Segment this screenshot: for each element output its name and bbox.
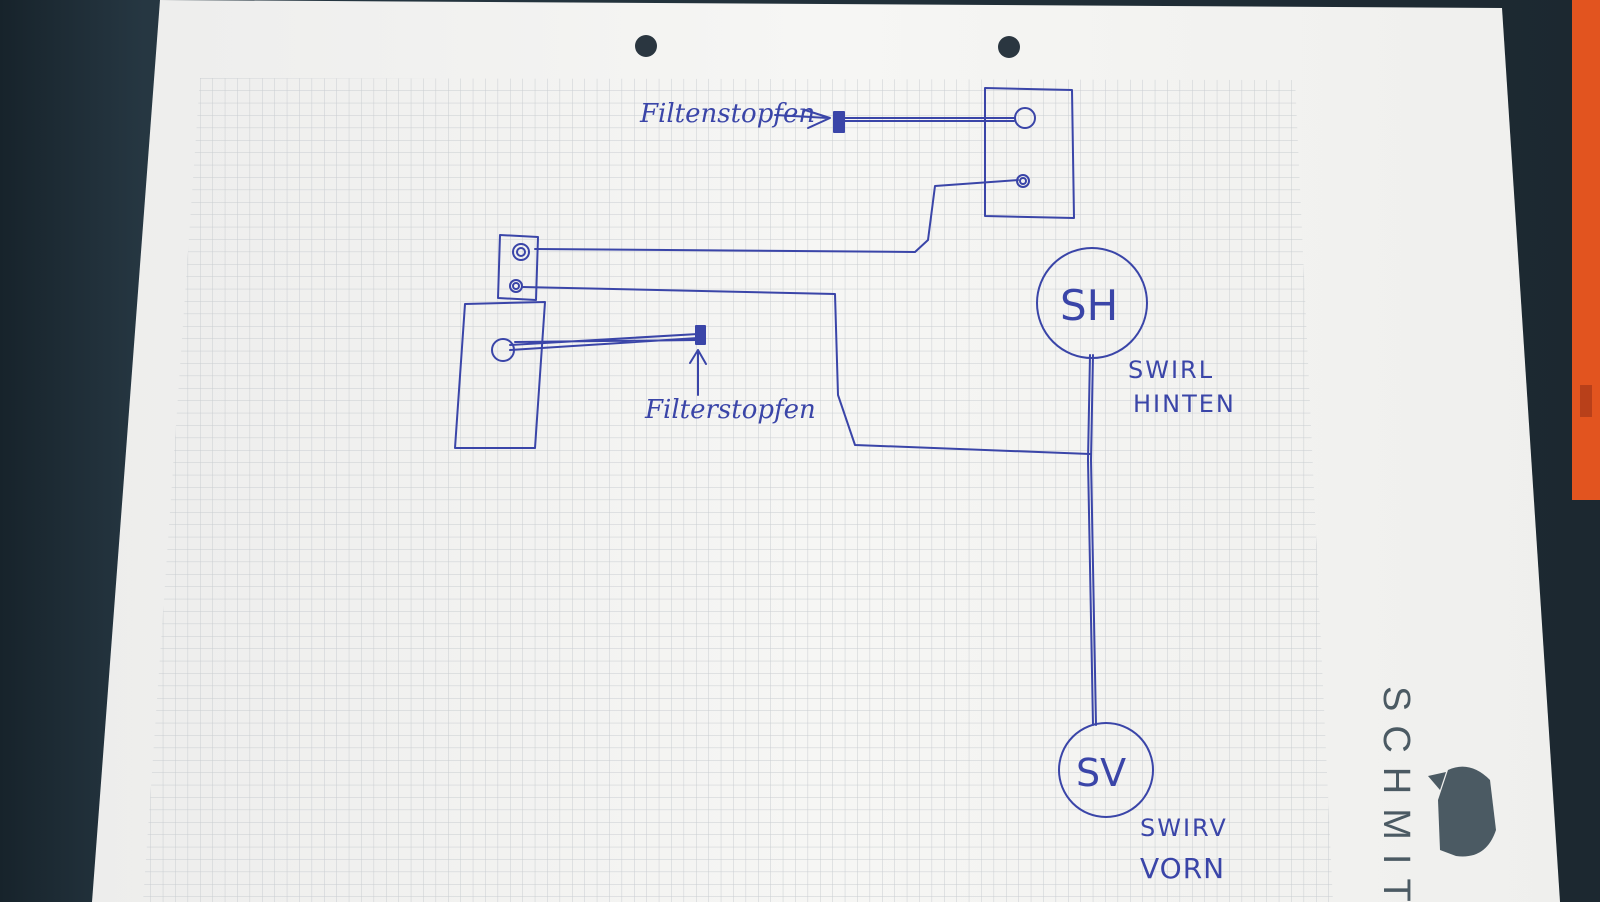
label-filter-plug-left: Filterstopfen bbox=[644, 395, 816, 425]
swirl-front-circle bbox=[1058, 722, 1154, 818]
diagram-ink bbox=[454, 87, 1154, 818]
swirl-rear-circle bbox=[1036, 247, 1148, 359]
line-trunk bbox=[1087, 354, 1094, 726]
punch-hole bbox=[998, 36, 1020, 58]
orange-pen bbox=[1572, 0, 1600, 500]
valve-block-right bbox=[984, 87, 1075, 219]
label-filter-plug-top: Filtenstopfen bbox=[639, 99, 815, 129]
filter-plug-left bbox=[695, 325, 706, 345]
grid-area bbox=[143, 78, 1333, 902]
arrow-top bbox=[774, 109, 831, 129]
arrow-left bbox=[689, 349, 707, 396]
port-left-bottom bbox=[509, 279, 523, 293]
line-lower-connection bbox=[521, 286, 1091, 455]
punch-hole bbox=[635, 35, 657, 57]
brand-logo-icon bbox=[1428, 766, 1496, 857]
label-swirl-front-2: VORN bbox=[1140, 852, 1225, 885]
label-swirl-rear-1: SWIRL bbox=[1128, 356, 1214, 384]
line-filter-left bbox=[509, 333, 699, 351]
line-upper-connection bbox=[534, 179, 1019, 253]
valve-block-left-small bbox=[497, 234, 539, 301]
label-swirl-rear-2: HINTEN bbox=[1133, 390, 1236, 418]
label-swirl-rear-circle: SH bbox=[1060, 281, 1118, 330]
label-swirl-front-circle: SV bbox=[1076, 751, 1126, 795]
filter-plug-top bbox=[833, 111, 845, 133]
valve-block-left-large bbox=[454, 301, 546, 449]
label-swirl-front-1: SWIRV bbox=[1140, 814, 1228, 842]
port-left-top bbox=[512, 243, 530, 261]
brand-text: SCHMIT bbox=[1375, 686, 1417, 902]
